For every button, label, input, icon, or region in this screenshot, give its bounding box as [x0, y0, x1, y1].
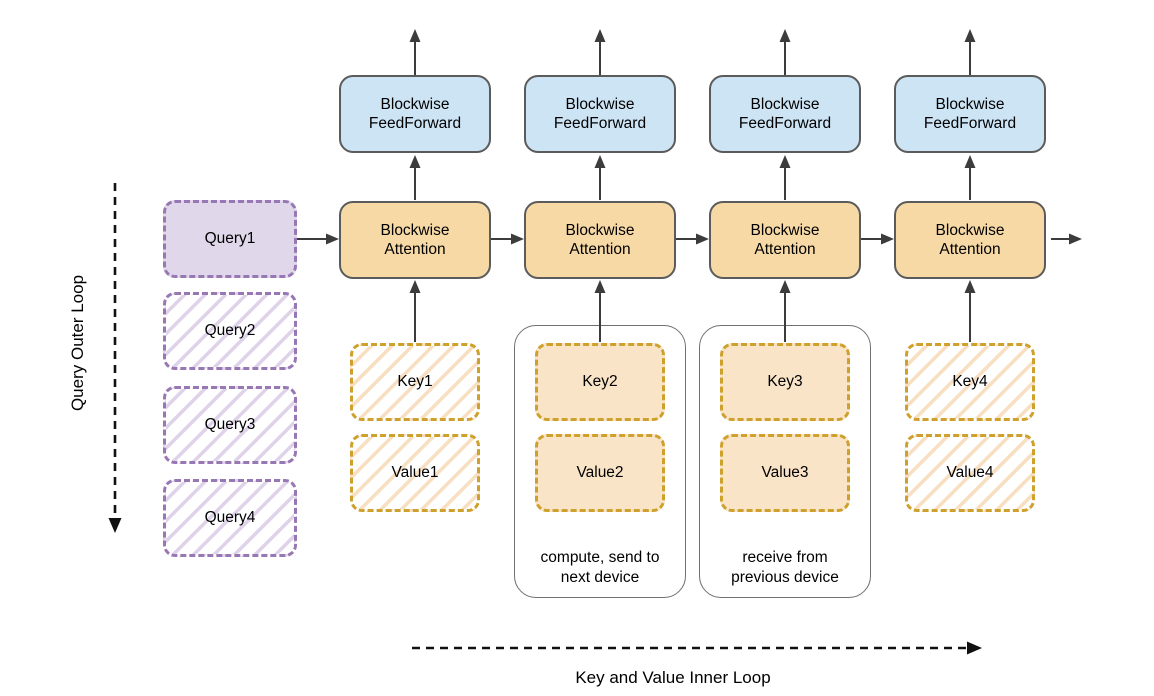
key4-box: Key4: [905, 343, 1035, 421]
feedforward-box-3: Blockwise FeedForward: [709, 75, 861, 153]
attention-box-3: Blockwise Attention: [709, 201, 861, 279]
value3-box: Value3: [720, 434, 850, 512]
attention-box-4: Blockwise Attention: [894, 201, 1046, 279]
key2-box: Key2: [535, 343, 665, 421]
key-value-inner-loop-label: Key and Value Inner Loop: [575, 668, 771, 687]
query-outer-loop-label: Query Outer Loop: [68, 274, 87, 412]
key3-box: Key3: [720, 343, 850, 421]
attention-box-1: Blockwise Attention: [339, 201, 491, 279]
kv-container-caption: compute, send to next device: [540, 548, 660, 586]
feedforward-box-1: Blockwise FeedForward: [339, 75, 491, 153]
query2-box: Query2: [163, 292, 297, 370]
query3-label: Query3: [204, 416, 256, 433]
attention-box-2: Blockwise Attention: [524, 201, 676, 279]
value2-box: Value2: [535, 434, 665, 512]
query2-label: Query2: [204, 322, 256, 339]
kv-container-caption: receive from previous device: [731, 548, 839, 586]
value1-box: Value1: [350, 434, 480, 512]
query1-label: Query1: [204, 230, 256, 247]
query4-box: Query4: [163, 479, 297, 557]
key1-box: Key1: [350, 343, 480, 421]
feedforward-box-2: Blockwise FeedForward: [524, 75, 676, 153]
feedforward-box-4: Blockwise FeedForward: [894, 75, 1046, 153]
value4-box: Value4: [905, 434, 1035, 512]
query3-box: Query3: [163, 386, 297, 464]
query4-label: Query4: [204, 509, 256, 526]
query1-box: Query1: [163, 200, 297, 278]
